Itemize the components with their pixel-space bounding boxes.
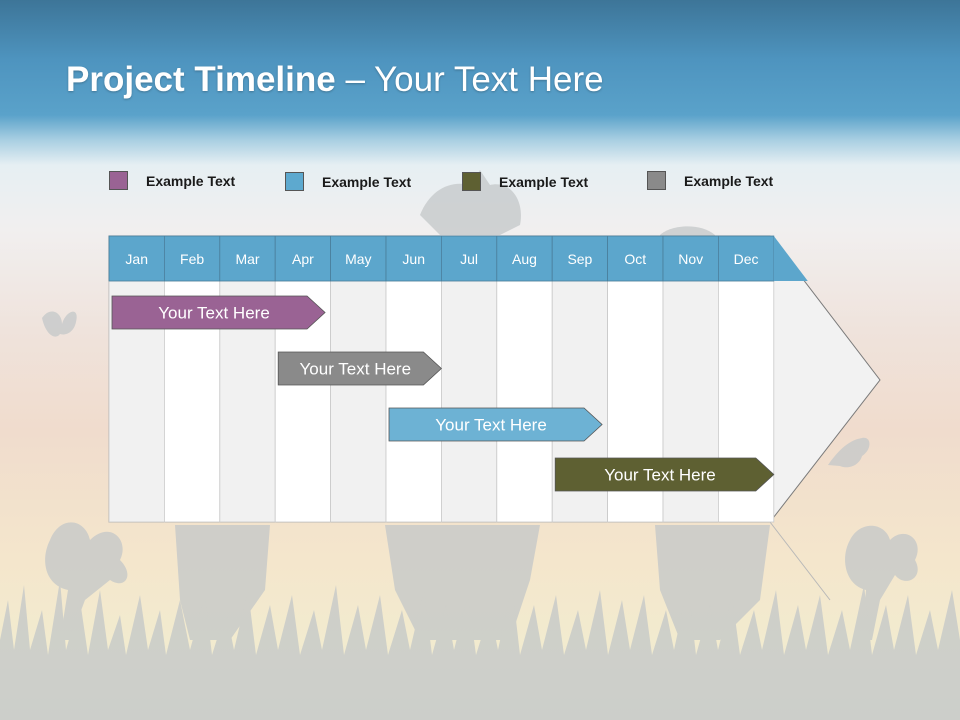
task-bar-4 [554, 457, 775, 492]
butterfly-left [42, 311, 77, 337]
month-label-apr: Apr [292, 251, 314, 267]
month-label-nov: Nov [678, 251, 703, 267]
header-arrow-tip [773, 236, 808, 281]
silhouette-figure [420, 170, 521, 235]
month-header-cell-feb [163, 235, 221, 282]
month-column-jun [385, 280, 442, 523]
legend-item-4: Example Text [647, 171, 773, 190]
task-bar-label-4: Your Text Here [604, 466, 716, 485]
title-rest: – Your Text Here [335, 60, 604, 99]
month-column-may [330, 280, 387, 523]
task-bar-label-2: Your Text Here [300, 360, 412, 379]
month-column-aug [496, 280, 553, 523]
legend-swatch-1 [109, 171, 128, 190]
legend-label-4: Example Text [684, 172, 774, 189]
month-column-jul [440, 280, 498, 523]
month-label-feb: Feb [180, 251, 204, 267]
month-label-jun: Jun [402, 251, 425, 267]
legend-label-2: Example Text [322, 173, 412, 190]
month-header: Jan Feb Mar Apr May Jun Jul Aug Sep Oct Nov Dec [108, 235, 808, 282]
month-label-dec: Dec [734, 251, 759, 267]
month-label-jan: Jan [125, 251, 148, 267]
month-label-may: May [345, 251, 371, 267]
month-header-cell-dec [718, 235, 775, 282]
legend-swatch-2 [285, 172, 304, 191]
legend-swatch-3 [462, 172, 481, 191]
task-bar-1 [111, 295, 326, 330]
legend-item-2: Example Text [285, 172, 411, 191]
butterfly-right [828, 437, 870, 468]
task-bar-label-1: Your Text Here [158, 304, 270, 323]
page-title: Project Timeline – Your Text Here [66, 60, 604, 100]
flower-left [45, 522, 128, 640]
month-label-mar: Mar [235, 251, 259, 267]
title-bold: Project Timeline [66, 60, 336, 99]
month-header-cell-may [330, 235, 387, 282]
task-bar-label-3: Your Text Here [435, 416, 547, 435]
month-header-cell-sep [551, 235, 609, 282]
month-header-cell-apr [274, 235, 332, 282]
month-label-jul: Jul [460, 251, 478, 267]
month-header-cell-jan [108, 235, 165, 282]
arrow-reflection [769, 521, 831, 601]
month-header-cell-oct [607, 235, 664, 282]
month-label-oct: Oct [624, 251, 646, 267]
grass-silhouette [0, 580, 960, 720]
legend-label-3: Example Text [499, 173, 589, 190]
task-bar-3 [388, 407, 603, 442]
legend-item-1: Example Text [109, 171, 235, 190]
task-bar-2 [277, 351, 442, 386]
flower-right [845, 525, 918, 640]
legend-label-1: Example Text [146, 172, 236, 189]
month-header-cell-jun [385, 235, 442, 282]
month-header-cell-aug [496, 235, 553, 282]
month-header-cell-mar [219, 235, 276, 282]
legend-swatch-4 [647, 171, 666, 190]
legend-item-3: Example Text [462, 172, 588, 191]
month-label-sep: Sep [567, 251, 592, 267]
month-label-aug: Aug [512, 251, 537, 267]
